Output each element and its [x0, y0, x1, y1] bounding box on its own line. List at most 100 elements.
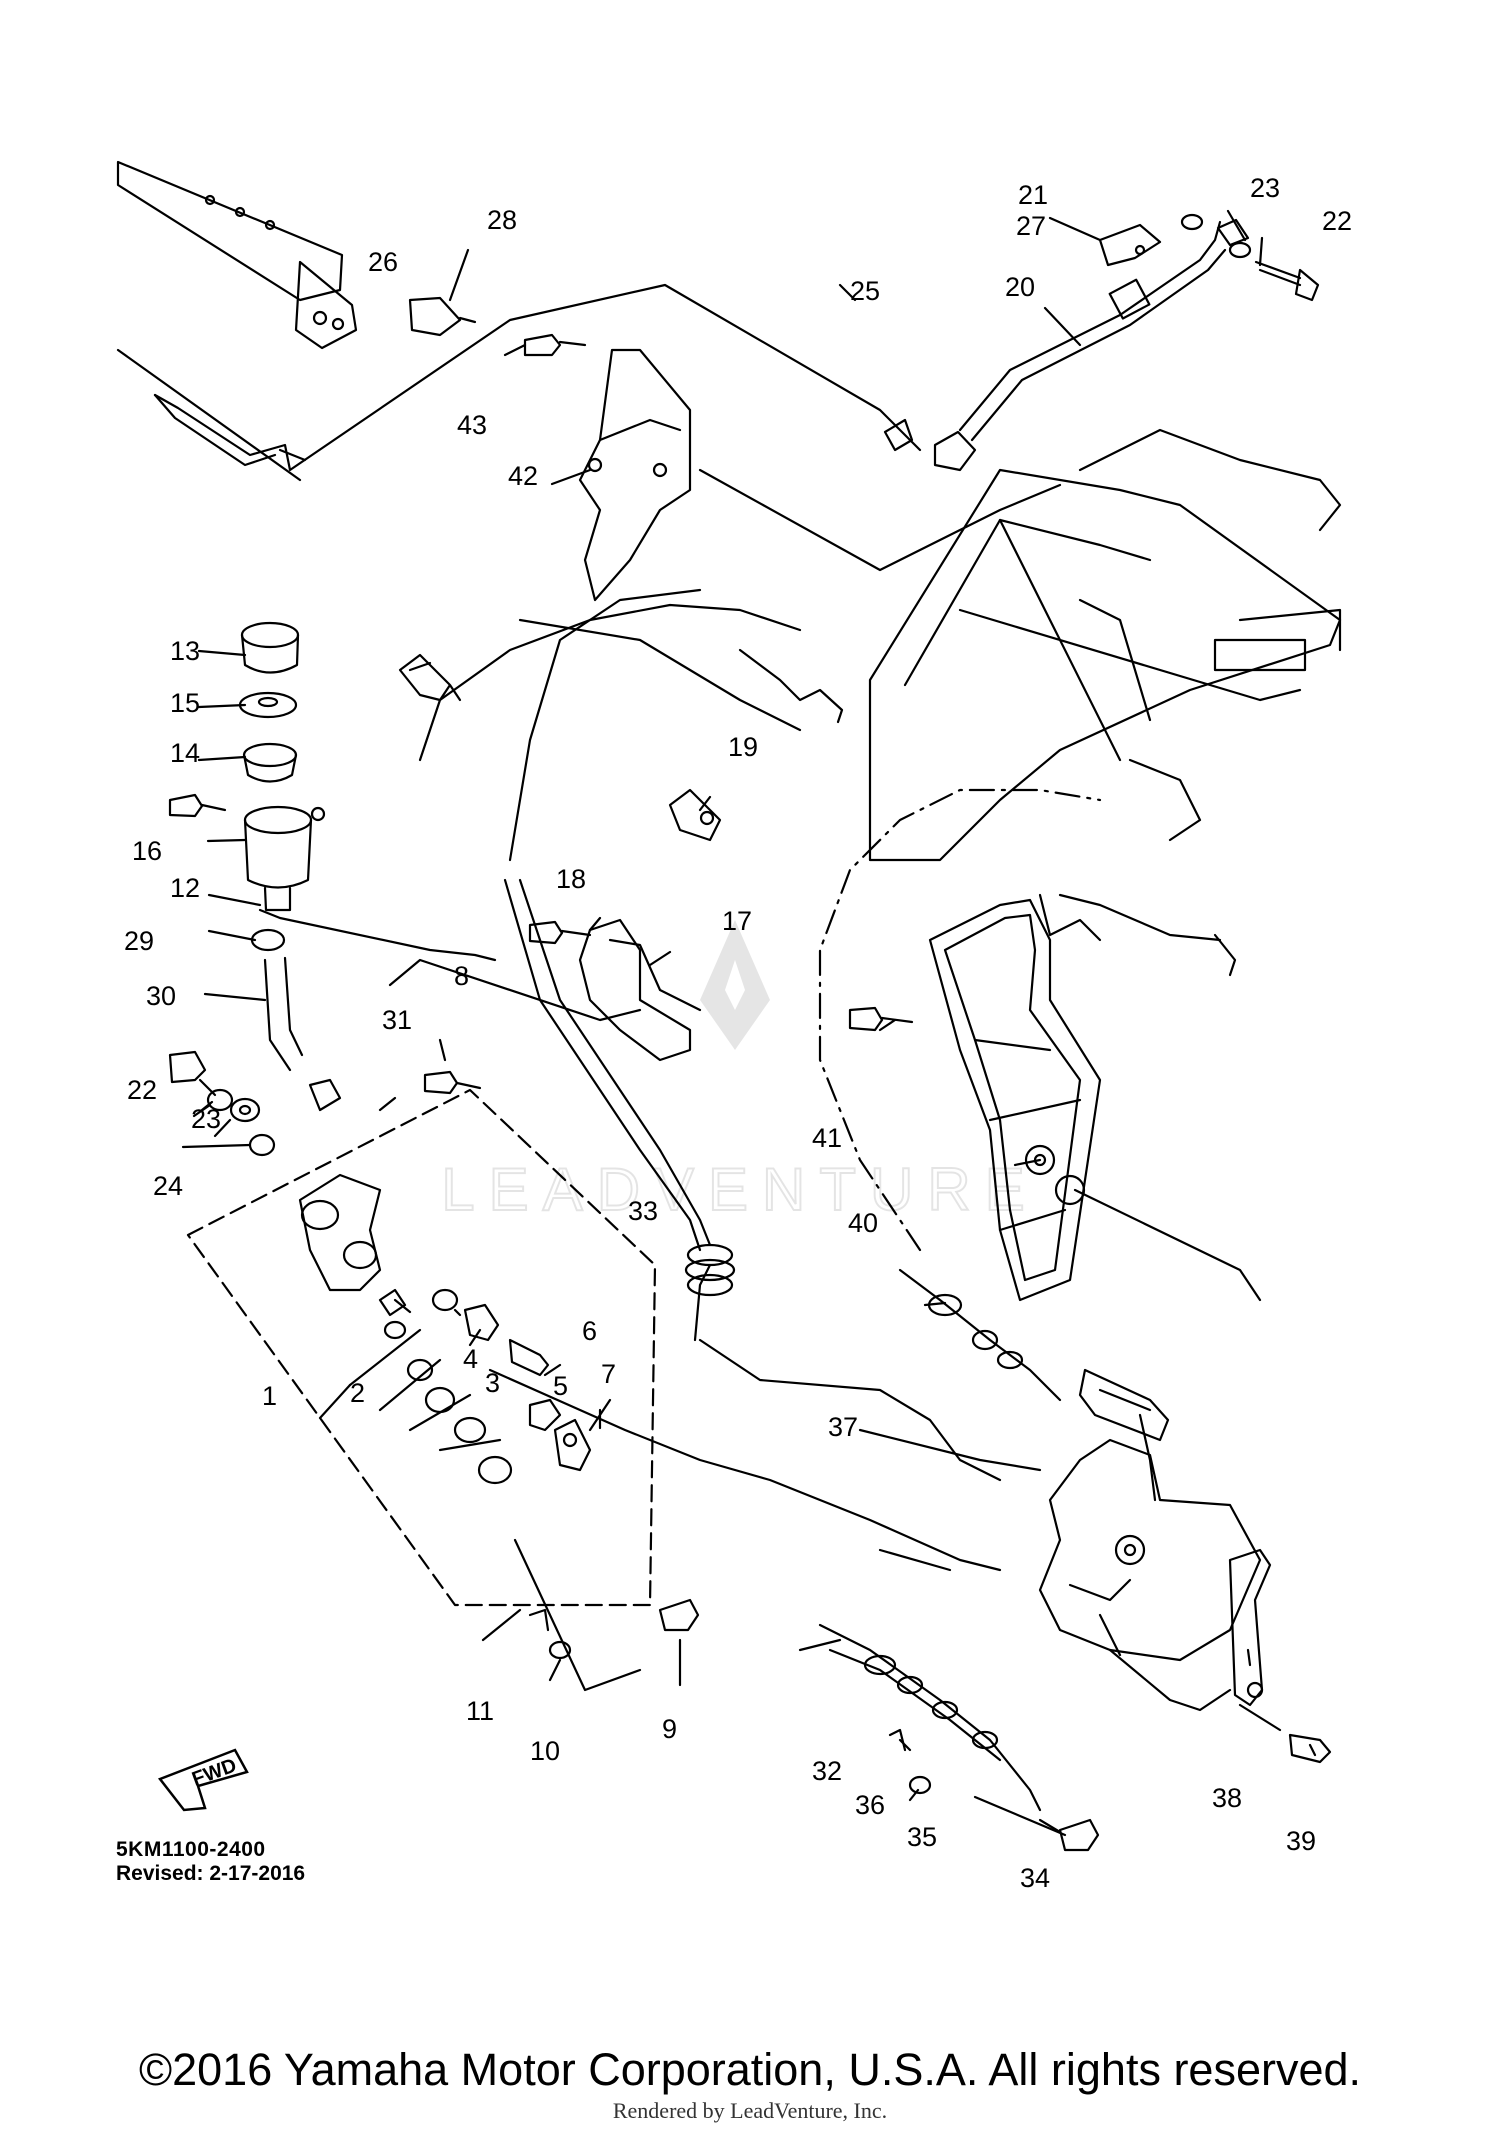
- bolt-18: [528, 920, 592, 945]
- hose-guard-42: [578, 348, 692, 602]
- callout-19: 19: [728, 732, 758, 762]
- cotter-pin-36: [888, 1728, 907, 1752]
- callout-42: 42: [508, 461, 538, 491]
- frame-bracket-left: [116, 160, 358, 350]
- callout-29: 29: [124, 926, 154, 956]
- bolt-39: [1288, 1733, 1332, 1764]
- brake-hose-26: [153, 283, 922, 472]
- callout-16: 16: [132, 836, 162, 866]
- bolt-41: [848, 1006, 914, 1032]
- clevis-pin-34: [1058, 1818, 1100, 1852]
- callout-37: 37: [828, 1412, 858, 1442]
- callout-13: 13: [170, 636, 200, 666]
- hose-fitting-19: [668, 788, 722, 842]
- master-cylinder-assembly-box: [186, 1088, 657, 1607]
- callout-41: 41: [812, 1123, 842, 1153]
- callout-40: 40: [848, 1208, 878, 1238]
- brake-pedal-assembly: [1038, 1438, 1262, 1712]
- callout-24: 24: [153, 1171, 183, 1201]
- hose-connector-28: [408, 296, 462, 337]
- callout-6: 6: [582, 1316, 597, 1346]
- callout-3: 3: [485, 1368, 500, 1398]
- callout-21: 21: [1018, 180, 1048, 210]
- washer-35: [908, 1775, 932, 1795]
- bolt-16: [168, 793, 227, 818]
- callout-28: 28: [487, 205, 517, 235]
- callout-4: 4: [463, 1344, 478, 1374]
- callout-18: 18: [556, 864, 586, 894]
- brake-cable-32: [818, 1623, 1042, 1812]
- callout-leaders: [181, 209, 1317, 1837]
- brake-pedal-bracket-17: [578, 918, 692, 1062]
- spring-2: [378, 1288, 412, 1317]
- callout-17: 17: [722, 906, 752, 936]
- callout-11: 11: [466, 1696, 494, 1726]
- callout-10: 10: [530, 1736, 560, 1766]
- callout-32: 32: [812, 1756, 842, 1786]
- rendered-by-credit: Rendered by LeadVenture, Inc.: [612, 2098, 888, 2123]
- diaphragm-14: [242, 742, 298, 783]
- watermark-text: LEADVENTURE: [441, 1156, 1038, 1223]
- callout-14: 14: [170, 738, 200, 768]
- reservoir-hose-29: [263, 956, 304, 1072]
- callout-22: 22: [1322, 206, 1352, 236]
- callout-12: 12: [170, 873, 200, 903]
- bolt-22-top: [1254, 260, 1320, 302]
- callout-34: 34: [1020, 1863, 1050, 1893]
- hose-clip-21: [1098, 223, 1162, 267]
- callout-27: 27: [1016, 211, 1046, 241]
- brake-hose-20: [958, 220, 1227, 442]
- callout-7: 7: [601, 1359, 616, 1389]
- brake-pedal-footpad: [1078, 1368, 1170, 1442]
- callout-39: 39: [1286, 1826, 1316, 1856]
- bolt-43: [523, 333, 587, 357]
- washer-10: [548, 1640, 572, 1660]
- callout-35: 35: [907, 1822, 937, 1852]
- callout-22: 22: [127, 1075, 157, 1105]
- master-cylinder-body: [298, 1173, 382, 1292]
- fwd-label: FWD: [189, 1754, 239, 1790]
- frame-section-right: [868, 428, 1342, 862]
- hose-clamp-30: [250, 928, 286, 952]
- callout-8: 8: [454, 961, 469, 991]
- bolt-8: [423, 1070, 482, 1095]
- grommet-33: [684, 1243, 736, 1297]
- copyright-notice: ©2016 Yamaha Motor Corporation, U.S.A. A…: [138, 2044, 1362, 2095]
- return-spring-38: [1228, 1548, 1272, 1707]
- cotter-pin-11: [528, 1608, 550, 1632]
- callout-38: 38: [1212, 1783, 1242, 1813]
- leadventure-watermark: LEADVENTURE: [440, 920, 1038, 1224]
- callout-20: 20: [1005, 272, 1035, 302]
- callout-33: 33: [628, 1196, 658, 1226]
- callout-1: 1: [262, 1381, 277, 1411]
- callout-30: 30: [146, 981, 176, 1011]
- hose-clip-27: [398, 653, 462, 702]
- clevis-pin-9: [658, 1598, 700, 1632]
- cable-bracket-40: [928, 898, 1262, 1302]
- diaphragm-plate-15: [238, 691, 298, 719]
- callout-23: 23: [191, 1104, 221, 1134]
- callout-15: 15: [170, 688, 200, 718]
- callout-23: 23: [1250, 173, 1280, 203]
- callout-43: 43: [457, 410, 487, 440]
- hose-clip-31: [308, 1078, 342, 1112]
- hose-joint-3: [463, 1303, 500, 1342]
- callout-5: 5: [553, 1371, 568, 1401]
- callout-2: 2: [350, 1378, 365, 1408]
- callout-31: 31: [382, 1005, 412, 1035]
- callout-9: 9: [662, 1714, 677, 1744]
- clevis-7: [553, 1418, 592, 1472]
- callout-36: 36: [855, 1790, 885, 1820]
- callout-25: 25: [850, 276, 880, 306]
- reservoir-tank-12: [243, 805, 326, 912]
- drawing-number: 5KM1100-2400: [116, 1838, 266, 1861]
- revision-date: Revised: 2-17-2016: [116, 1862, 306, 1885]
- callout-26: 26: [368, 247, 398, 277]
- boot-6: [528, 1398, 562, 1432]
- fwd-arrow-icon: FWD: [157, 1748, 249, 1812]
- o-ring-4: [431, 1288, 459, 1312]
- brake-cable-37: [898, 1268, 1062, 1402]
